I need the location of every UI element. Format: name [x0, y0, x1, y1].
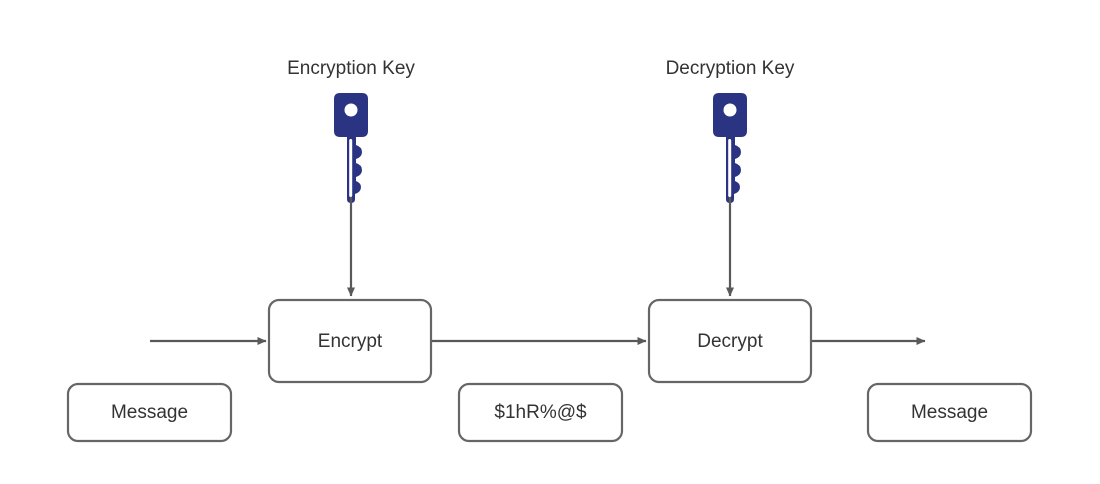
- plaintext-input-box[interactable]: [66, 382, 233, 443]
- encrypt-node-box[interactable]: [267, 298, 433, 384]
- decrypt-node-label: Decrypt: [697, 331, 763, 352]
- plaintext-output-box[interactable]: [866, 382, 1033, 443]
- decrypt-node-box[interactable]: [647, 298, 813, 384]
- ciphertext-label: $1hR%@$: [494, 402, 587, 423]
- encryption-key-icon: [334, 93, 368, 203]
- plaintext-input-node[interactable]: Message: [66, 382, 233, 443]
- ciphertext-box[interactable]: [457, 382, 624, 443]
- encryption-key-caption: Encryption Key: [287, 58, 415, 79]
- ciphertext-node[interactable]: $1hR%@$: [457, 382, 624, 443]
- encrypt-node[interactable]: Encrypt: [267, 298, 433, 384]
- decryption-key-caption: Decryption Key: [666, 58, 795, 79]
- decrypt-node[interactable]: Decrypt: [647, 298, 813, 384]
- plaintext-output-label: Message: [911, 402, 988, 423]
- plaintext-input-label: Message: [111, 402, 188, 423]
- encrypt-node-label: Encrypt: [318, 331, 383, 352]
- decryption-key-icon: [713, 93, 747, 203]
- plaintext-output-node[interactable]: Message: [866, 382, 1033, 443]
